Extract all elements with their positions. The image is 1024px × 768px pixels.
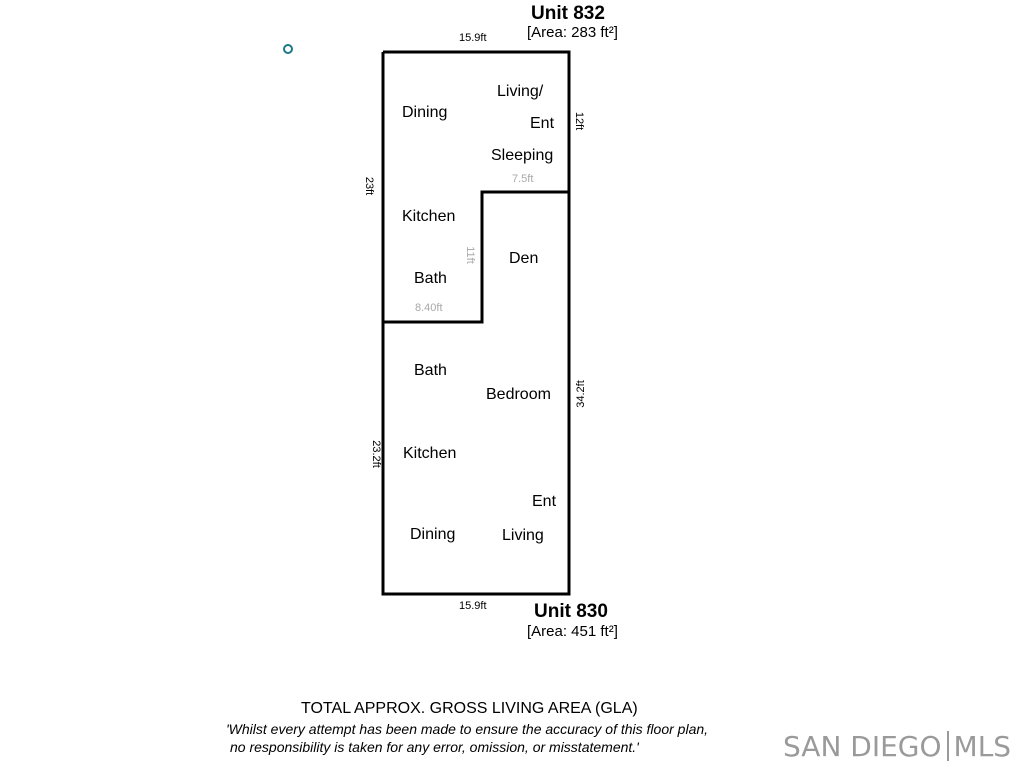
dim-unit-832-inner-bottom: 8.40ft — [415, 302, 443, 314]
unit-divider-wall — [383, 190, 569, 324]
dim-unit-830-bottom: 15.9ft — [459, 600, 487, 612]
logo-text-right: MLS — [953, 730, 1012, 763]
gla-label: TOTAL APPROX. GROSS LIVING AREA (GLA) — [301, 700, 638, 717]
san-diego-mls-logo: SAN DIEGO MLS — [783, 730, 1011, 763]
outer-wall — [381, 50, 571, 596]
room-label-kitchen: Kitchen — [402, 208, 456, 225]
room-label-kitchen: Kitchen — [403, 445, 457, 462]
compass-marker-icon — [283, 44, 293, 54]
unit-830-area: [Area: 451 ft²] — [527, 623, 618, 640]
room-label-sleeping: Sleeping — [491, 147, 554, 164]
room-label-living: Living/ — [497, 83, 544, 100]
room-label-dining: Dining — [402, 104, 448, 121]
disclaimer-line-1: 'Whilst every attempt has been made to e… — [226, 721, 709, 737]
dim-unit-832-left: 23ft — [363, 176, 376, 196]
unit-832-area: [Area: 283 ft²] — [527, 24, 618, 41]
room-label-bedroom: Bedroom — [486, 386, 551, 403]
unit-832-title: Unit 832 — [531, 3, 605, 24]
room-label-ent: Ent — [530, 115, 555, 132]
room-label-ent: Ent — [532, 493, 557, 510]
room-label-bath: Bath — [414, 362, 447, 379]
logo-divider — [946, 731, 949, 761]
logo-text-left: SAN DIEGO — [783, 730, 942, 763]
dim-unit-830-left: 23.2ft — [369, 440, 382, 468]
disclaimer-line-2: no responsibility is taken for any error… — [230, 739, 639, 755]
room-label-den: Den — [509, 250, 539, 267]
dim-unit-832-top: 15.9ft — [459, 32, 487, 44]
room-label-living: Living — [502, 527, 544, 544]
dim-unit-832-inner-vertical: 11ft — [463, 246, 476, 264]
dim-unit-832-right: 12ft — [573, 111, 586, 131]
dim-unit-832-inner-horizontal: 7.5ft — [512, 173, 534, 185]
dim-unit-830-right: 34.2ft — [574, 380, 587, 408]
room-label-bath: Bath — [414, 270, 447, 287]
unit-830-title: Unit 830 — [534, 601, 608, 622]
room-label-dining: Dining — [410, 526, 456, 543]
